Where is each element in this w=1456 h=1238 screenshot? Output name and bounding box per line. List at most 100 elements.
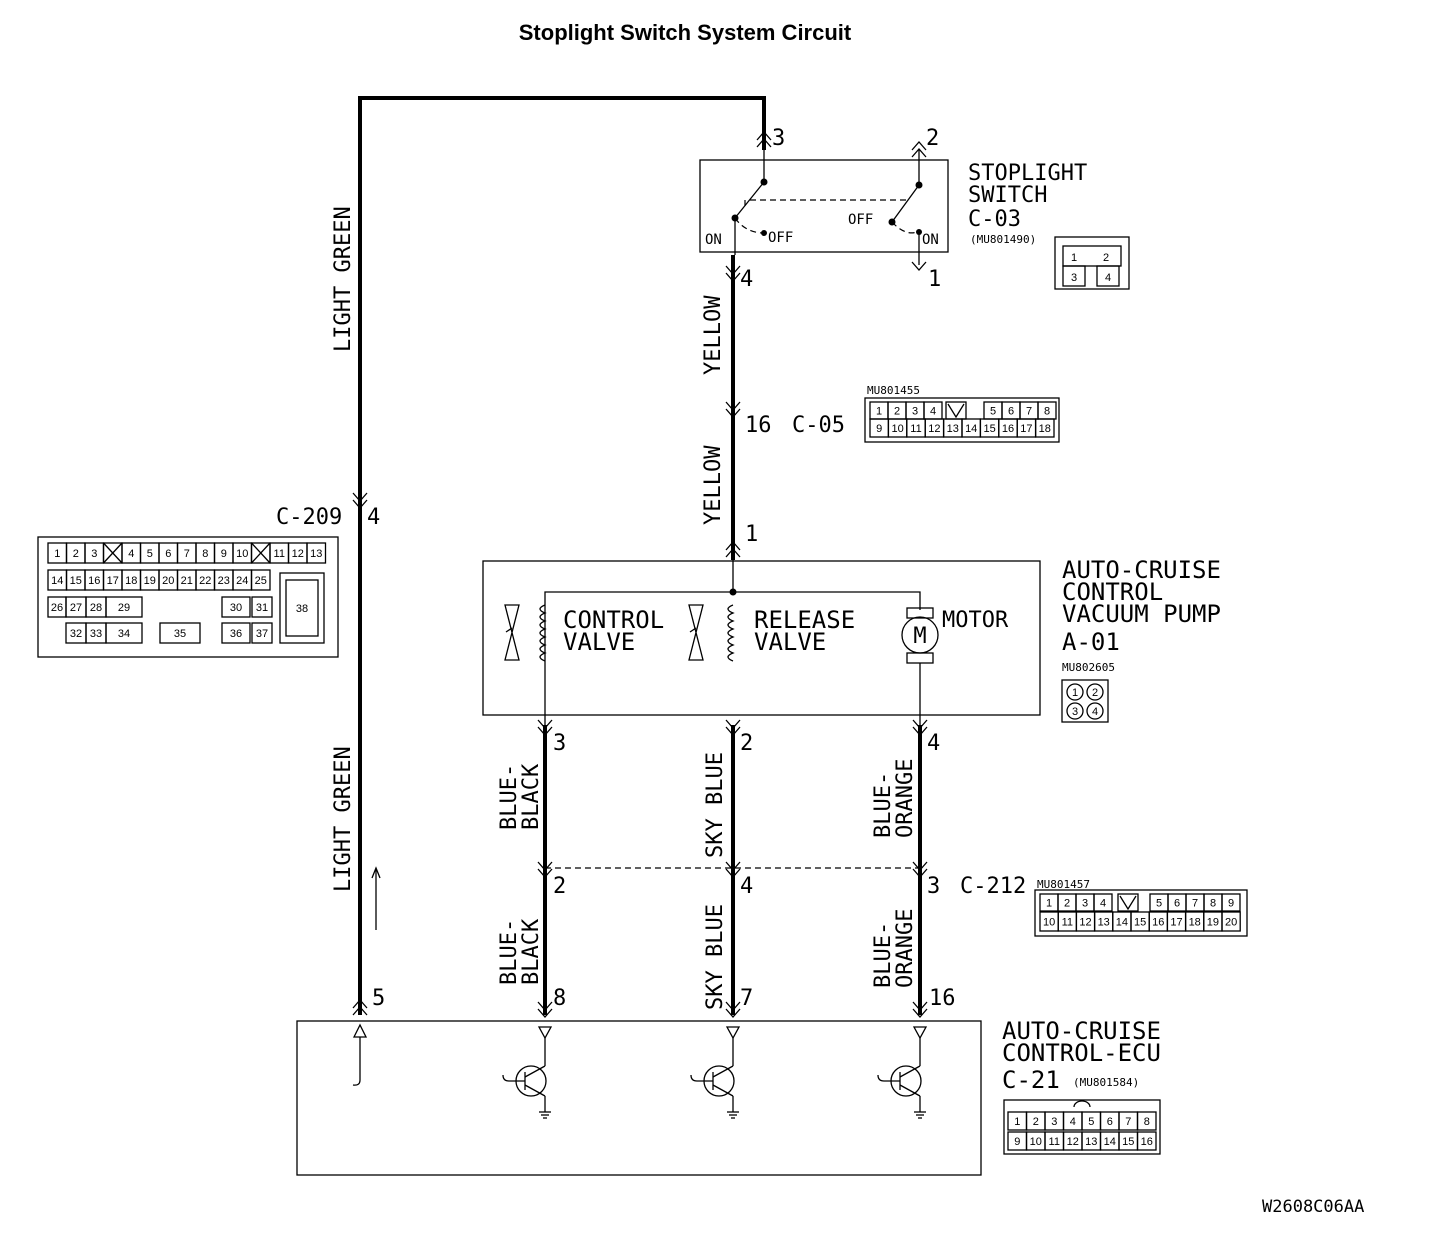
connector-pin-label: 3 [91,548,97,560]
switch-connector-id: C-03 [968,207,1021,232]
switch-left-off: OFF [768,230,793,246]
auto-cruise-ecu [296,1020,982,1176]
wire-label-blue-black-lower-1: BLUE- [497,919,522,985]
connector-pin-label: 10 [1030,1136,1042,1148]
connector-pin-label: 4 [1070,1116,1076,1128]
connector-pin-label: 1 [1014,1116,1020,1128]
connector-pin-label: 32 [70,628,82,640]
c209-pin: 4 [367,505,380,530]
connector-pin-label: 24 [236,575,248,587]
connector-pin-label: 12 [1067,1136,1079,1148]
drawing-code: W2608C06AA [1262,1197,1364,1217]
connector-pin-label: 21 [181,575,193,587]
switch-name-line1: STOPLIGHT [968,161,1087,186]
ecu-pin-16: 16 [929,986,956,1011]
connector-pin-label: 3 [912,406,918,418]
connector-pin-label: 9 [1228,898,1234,910]
ecu-pin-7: 7 [740,986,753,1011]
pump-name-line2: CONTROL [1062,578,1163,606]
connector-pin-label: 17 [1170,917,1182,929]
ecu-part-number: (MU801584) [1073,1076,1139,1089]
connector-pin-label: 7 [1192,898,1198,910]
connector-pin-label: 20 [1225,917,1237,929]
connector-pin-label: 16 [88,575,100,587]
switch-part-number: (MU801490) [970,233,1036,246]
wire-label-blue-orange-upper-1: BLUE- [871,772,896,838]
connector-pin-label: 8 [1210,898,1216,910]
svg-text:2: 2 [1103,252,1109,264]
connector-pin-label: 11 [1062,917,1073,929]
connector-pin-label: 22 [199,575,211,587]
connector-pin-label: 8 [1144,1116,1150,1128]
control-valve-label-1: CONTROL [563,606,664,634]
wire-label-sky-blue-lower: SKY BLUE [703,904,728,1010]
ecu-connector-id: C-21 [1002,1066,1060,1094]
connector-pin-label: 29 [118,602,130,614]
switch-pin-3: 3 [772,126,785,151]
connector-pin-label: 3 [1082,898,1088,910]
pump-pin-2: 2 [740,731,753,756]
connector-pin-label: 1 [876,406,882,418]
connector-pin-label: 8 [202,548,208,560]
wire-label-blue-black-lower-2: BLACK [519,918,544,985]
wire-label-yellow-upper: YELLOW [701,295,726,375]
switch-right-off: OFF [848,212,873,228]
control-valve-symbol [504,604,547,662]
connector-pin-label: 18 [125,575,137,587]
connector-pin-label: 37 [256,628,268,640]
vacuum-pump [482,560,1041,725]
connector-pin-label: 12 [1079,917,1091,929]
wire-label-light-green-lower: LIGHT GREEN [331,746,356,892]
c05-name: C-05 [792,413,845,438]
connector-pin-label: 12 [292,548,304,560]
connector-pin-label: 30 [230,602,242,614]
connector-pin-label: 15 [70,575,82,587]
svg-text:4: 4 [1105,272,1111,284]
c212-name: C-212 [960,874,1026,899]
ecu-transistor-2 [690,1026,741,1119]
connector-pin-label: 9 [876,423,882,435]
motor-label: MOTOR [942,608,1009,633]
connector-pin-label: 16 [1152,917,1164,929]
ecu-transistor-3 [877,1026,928,1119]
motor-symbol-letter: M [913,624,926,649]
wire-label-sky-blue-upper: SKY BLUE [703,752,728,858]
connector-pin-label: 4 [930,406,936,418]
connector-pin-label: 9 [221,548,227,560]
pump-name-line3: VACUUM PUMP [1062,600,1221,628]
connector-pin-label: 19 [144,575,156,587]
pump-pin-4: 4 [927,731,940,756]
connector-pin-label: 7 [1026,406,1032,418]
connector-pin-label: 34 [118,628,130,640]
pump-input-pin: 1 [745,522,758,547]
connector-pin-label: 1 [1046,898,1052,910]
connector-pin-label: 17 [1020,423,1032,435]
connector-pin-label: 9 [1014,1136,1020,1148]
pump-connector-id: A-01 [1062,628,1120,656]
connector-pin-label: 11 [910,423,921,435]
wire-label-blue-orange-lower-2: ORANGE [893,909,918,988]
connector-pin-label: 10 [1043,917,1055,929]
connector-pin-label: 5 [147,548,153,560]
connector-pin-label: 16 [1141,1136,1153,1148]
connector-pin-label: 15 [1122,1136,1134,1148]
connector-pin-label: 12 [928,423,940,435]
ecu-pin-8: 8 [553,986,566,1011]
c212-pin-blue-black: 2 [553,874,566,899]
switch-right-on: ON [922,232,939,248]
connector-pin-label: 13 [1085,1136,1097,1148]
a01-connector-face: 1 2 3 4 [1061,679,1109,723]
switch-pin-1: 1 [928,267,941,292]
ecu-transistor-1 [502,1026,553,1119]
control-valve-label-2: VALVE [563,628,635,656]
pump-part-number: MU802605 [1062,661,1115,674]
connector-pin-label: 14 [1104,1136,1116,1148]
svg-text:2: 2 [1092,687,1098,699]
pump-name-line1: AUTO-CRUISE [1062,556,1221,584]
connector-pin-label: 25 [255,575,267,587]
c03-connector-face: 1 2 3 4 [1054,236,1130,290]
pump-pin-3: 3 [553,731,566,756]
connector-pin-label: 31 [256,602,268,614]
svg-text:4: 4 [1092,706,1098,718]
